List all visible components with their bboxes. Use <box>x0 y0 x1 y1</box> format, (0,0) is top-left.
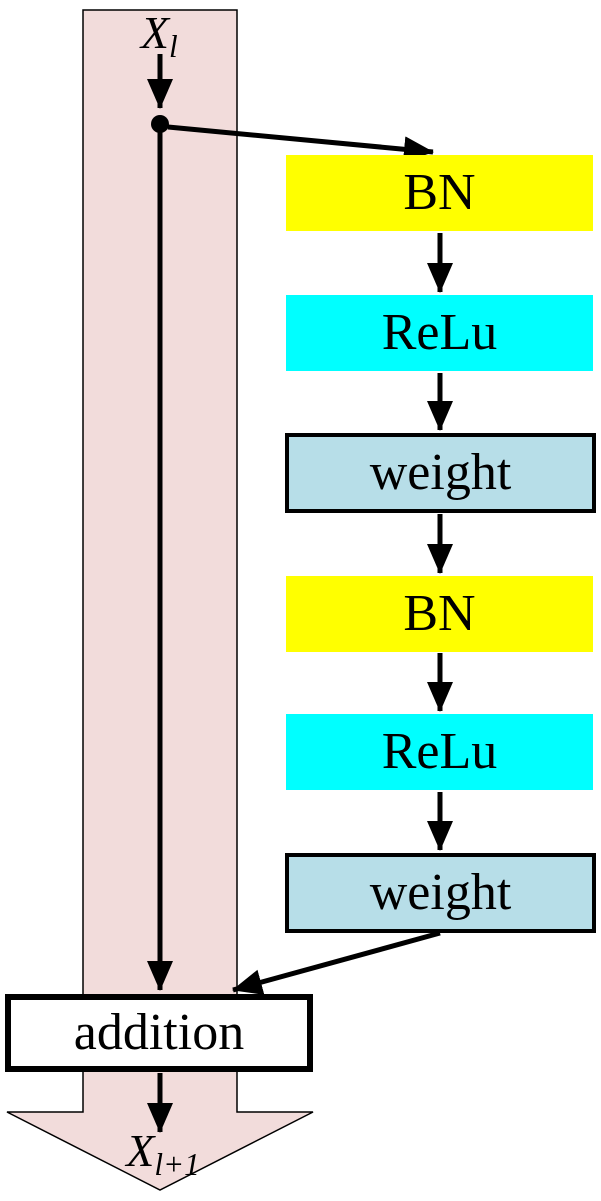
relu-box-1: ReLu <box>286 295 593 371</box>
bn-box-2: BN <box>286 576 593 652</box>
weight-box-2: weight <box>285 853 596 933</box>
branch-arrow <box>167 124 434 163</box>
relu-box-2: ReLu <box>286 714 593 790</box>
merge-arrow <box>232 930 441 995</box>
bn-box-1: BN <box>286 155 593 231</box>
output-label: Xl+1 <box>126 1125 200 1180</box>
weight-box-1: weight <box>285 433 596 513</box>
input-label-sub: l <box>168 28 178 64</box>
branch-point-dot <box>151 115 169 133</box>
output-label-base: X <box>126 1125 155 1176</box>
output-label-sub: l+1 <box>154 1146 200 1182</box>
input-label-base: X <box>140 7 169 58</box>
input-label: Xl <box>140 7 178 62</box>
addition-box: addition <box>5 994 313 1072</box>
